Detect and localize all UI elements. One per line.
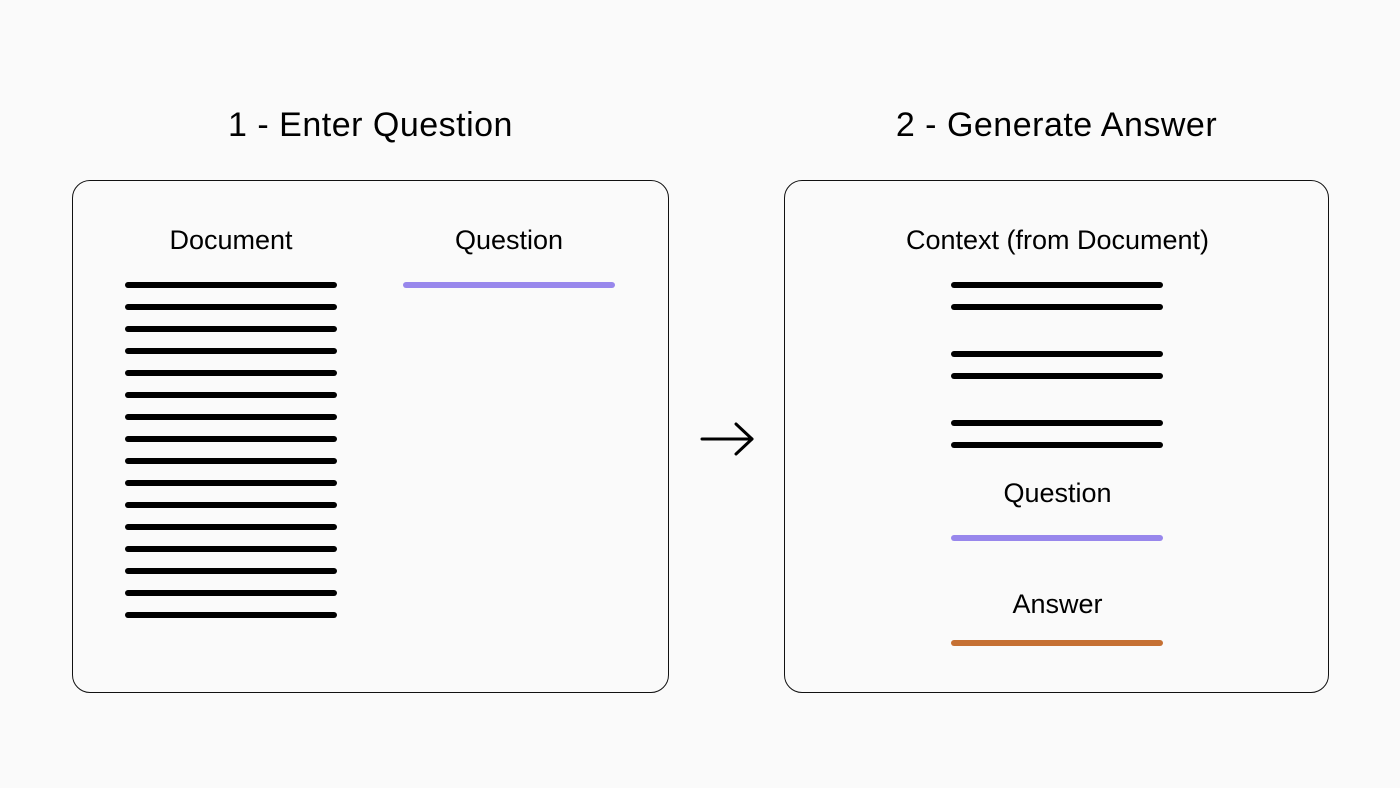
document-text-line xyxy=(125,326,337,332)
document-text-line xyxy=(125,568,337,574)
document-text-line xyxy=(125,370,337,376)
question-line xyxy=(951,535,1163,541)
answer-line xyxy=(951,640,1163,646)
document-text-line xyxy=(125,392,337,398)
document-text-line xyxy=(125,414,337,420)
document-text-line xyxy=(125,436,337,442)
question-label: Question xyxy=(454,225,564,255)
document-text-line xyxy=(125,304,337,310)
enter-question-panel: Document Question xyxy=(72,180,669,693)
document-text-line xyxy=(125,348,337,354)
document-text-line xyxy=(125,590,337,596)
context-text-line xyxy=(951,282,1163,288)
answer-label: Answer xyxy=(1012,589,1103,619)
question-label: Question xyxy=(1003,478,1112,508)
document-text-line xyxy=(125,480,337,486)
context-text-line xyxy=(951,442,1163,448)
document-text-line xyxy=(125,524,337,530)
generate-answer-panel: Context (from Document) Question Answer xyxy=(784,180,1329,693)
step-1-title: 1 - Enter Question xyxy=(228,106,513,144)
document-text-line xyxy=(125,612,337,618)
context-text-line xyxy=(951,420,1163,426)
document-text-line xyxy=(125,502,337,508)
context-text-line xyxy=(951,304,1163,310)
document-text-line xyxy=(125,546,337,552)
context-text-line xyxy=(951,351,1163,357)
question-line xyxy=(403,282,615,288)
step-2-title: 2 - Generate Answer xyxy=(895,106,1218,144)
context-label: Context (from Document) xyxy=(905,225,1210,255)
context-text-line xyxy=(951,373,1163,379)
document-text-line xyxy=(125,282,337,288)
document-text-line xyxy=(125,458,337,464)
right-arrow-icon xyxy=(700,422,754,456)
document-label: Document xyxy=(169,225,293,255)
